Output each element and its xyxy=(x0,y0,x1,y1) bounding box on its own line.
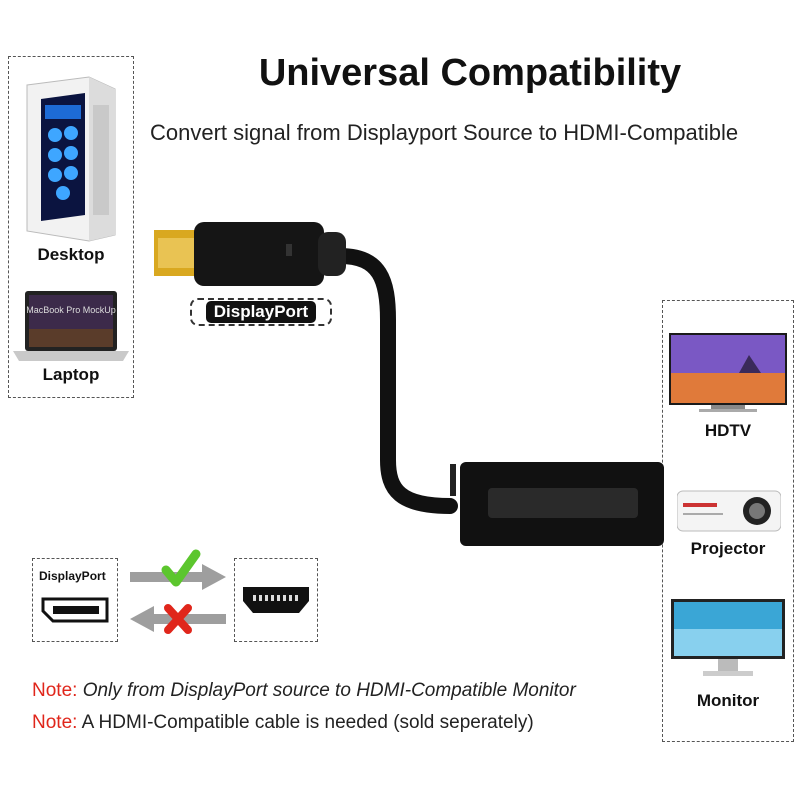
note-prefix: Note: xyxy=(32,712,78,733)
check-icon xyxy=(161,549,201,587)
hdtv-icon xyxy=(669,333,787,412)
monitor-icon xyxy=(671,599,785,676)
page-subtitle: Convert signal from Displayport Source t… xyxy=(150,120,739,145)
note-text: A HDMI-Compatible cable is needed (sold … xyxy=(77,712,534,733)
displayport-badge: DisplayPort xyxy=(190,298,332,326)
page-title: Universal Compatibility xyxy=(258,52,682,94)
note-text-b: HDMI-Compatible xyxy=(356,680,508,701)
adapter-cable-illustration xyxy=(154,222,664,546)
displayport-badge-text: DisplayPort xyxy=(205,301,317,323)
laptop-label: Laptop xyxy=(42,365,100,384)
displayport-port-icon xyxy=(41,597,109,623)
note-text-a: Only from DisplayPort source to xyxy=(77,680,357,701)
note-text-c: Monitor xyxy=(507,680,576,701)
hdmi-port-box xyxy=(234,558,318,642)
cross-icon xyxy=(164,604,192,634)
hdtv-label: HDTV xyxy=(704,421,752,440)
source-devices-panel: Desktop MacBook Pro MockUp Laptop xyxy=(8,56,134,398)
note-cable: Note: A HDMI-Compatible cable is needed … xyxy=(32,712,534,734)
note-prefix: Note: xyxy=(32,680,78,701)
laptop-icon: MacBook Pro MockUp xyxy=(13,291,129,361)
note-direction: Note: Only from DisplayPort source to HD… xyxy=(32,680,576,702)
direction-arrows xyxy=(130,549,226,634)
monitor-label: Monitor xyxy=(696,691,760,710)
projector-label: Projector xyxy=(690,539,766,558)
laptop-screen-text: MacBook Pro MockUp xyxy=(26,305,116,315)
direction-source-label: DisplayPort xyxy=(39,569,106,583)
display-devices-panel: HDTV Projector Monitor xyxy=(662,300,794,742)
desktop-icon xyxy=(26,76,116,242)
hdmi-port-icon xyxy=(243,587,309,613)
projector-icon xyxy=(677,490,781,532)
displayport-port-box: DisplayPort xyxy=(32,558,118,642)
desktop-label: Desktop xyxy=(37,245,105,264)
